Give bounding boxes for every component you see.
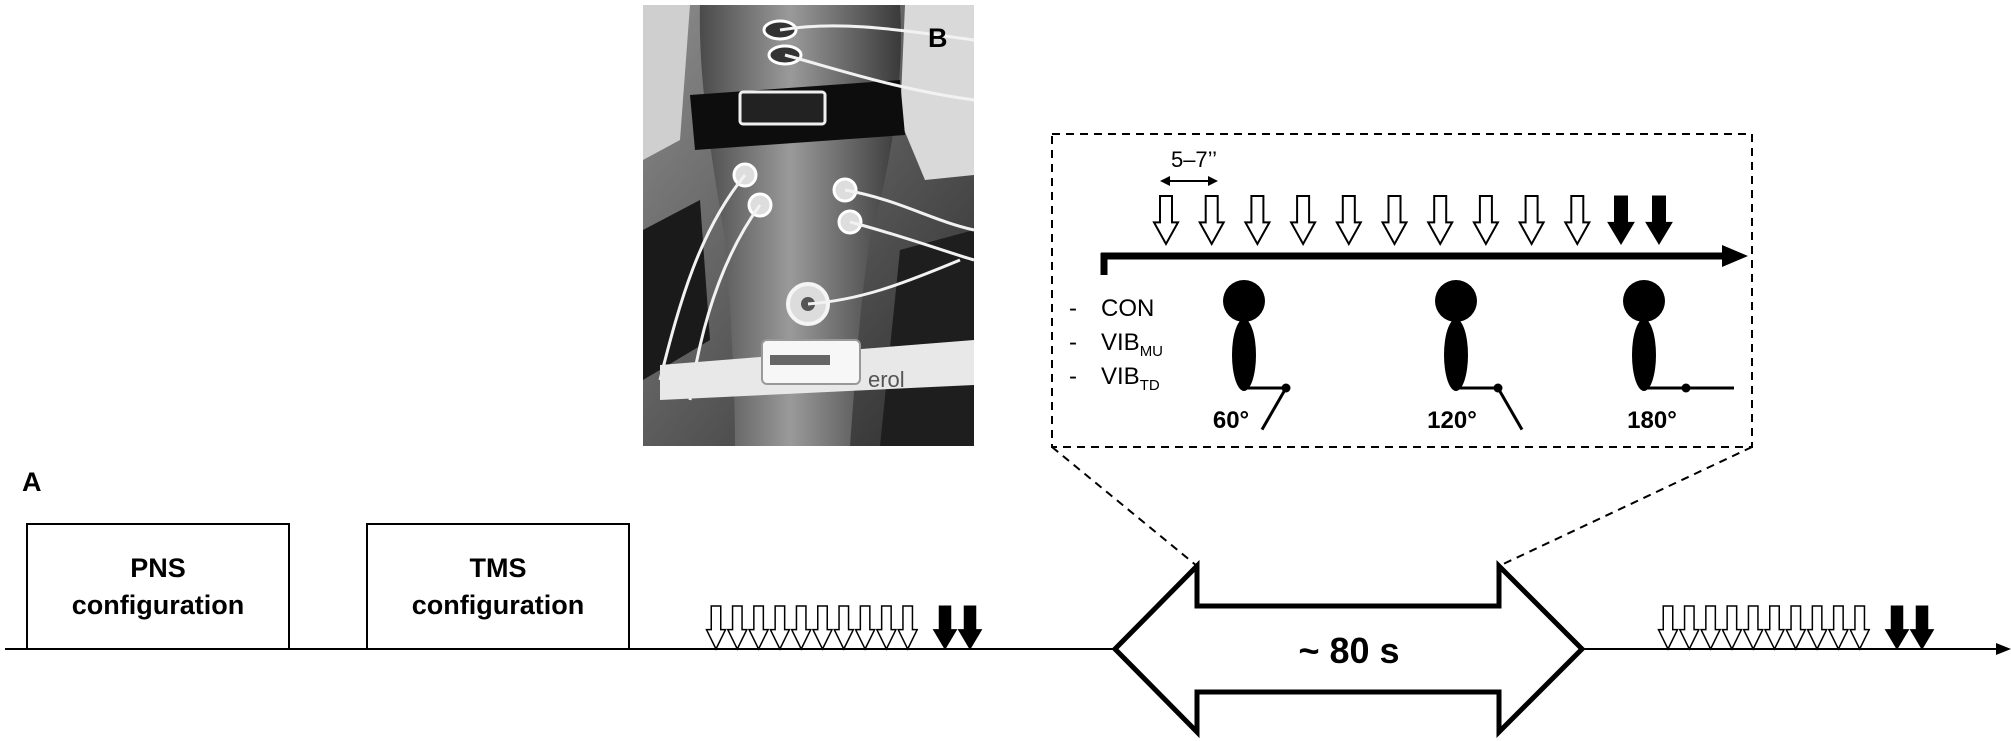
- figure-head: [1223, 280, 1265, 322]
- stimulus-arrow-open: [1657, 605, 1679, 651]
- stimulus-arrow-open: [790, 605, 812, 651]
- seated-figure-60: [1223, 280, 1291, 431]
- condition-vib-mu: VIBMU: [1101, 329, 1163, 360]
- stimulus-arrow-open: [1827, 605, 1850, 651]
- stimulus-arrow-open: [769, 605, 791, 651]
- inset-stimulus-arrow-open: [1198, 195, 1226, 247]
- stimulus-arrow-open: [854, 605, 876, 651]
- figure-shank: [1496, 387, 1524, 431]
- stimulus-arrow-open: [726, 605, 749, 651]
- knee-angle-figures: [1223, 280, 1734, 431]
- inset-stimulus-arrow-open: [1152, 195, 1180, 247]
- condition-dash-1: -: [1069, 295, 1077, 322]
- panel-label-a: A: [22, 467, 42, 497]
- pns-configuration-box: PNS configuration: [26, 523, 290, 650]
- figure-torso: [1232, 319, 1256, 391]
- figure-torso: [1632, 319, 1656, 391]
- tms-box-line2: configuration: [412, 590, 584, 620]
- pns-box-line1: PNS: [130, 553, 186, 583]
- tms-box-line1: TMS: [470, 553, 527, 583]
- stimulus-arrow-filled: [1884, 605, 1910, 650]
- figure-torso: [1444, 319, 1468, 391]
- stimulus-arrow-open: [1699, 605, 1722, 651]
- stimulus-arrow-open: [811, 605, 834, 651]
- condition-dash-2: -: [1069, 329, 1077, 356]
- stimulus-arrow-open: [1721, 605, 1743, 651]
- inset-stimulus-arrow-open: [1472, 195, 1500, 247]
- timeline-arrowhead: [1996, 643, 2011, 655]
- seated-figure-120: [1435, 280, 1524, 431]
- zoom-connector-left: [1051, 446, 1198, 567]
- pns-box-line2: configuration: [72, 590, 244, 620]
- stimulus-block-2: [1657, 605, 1935, 651]
- stimulus-arrow-filled: [957, 605, 983, 650]
- stimulus-block-1: [705, 605, 983, 651]
- stimulus-arrow-open: [875, 605, 898, 651]
- angle-label-180: 180°: [1627, 407, 1677, 434]
- interval-arrowhead-right: [1208, 176, 1218, 186]
- condition-dash-3: -: [1069, 363, 1077, 390]
- device-brand-text: erol: [868, 367, 905, 392]
- condition-list: - CON - VIBMU - VIBTD: [1069, 295, 1163, 394]
- stimulus-arrow-open: [1742, 605, 1764, 651]
- panel-label-b: B: [928, 23, 948, 53]
- inset-stimulus-arrow-filled: [1607, 195, 1635, 245]
- inset-axis-arrowhead: [1722, 245, 1748, 267]
- inset-stimulus-arrow-open: [1517, 195, 1546, 247]
- stimulus-arrow-open: [1678, 605, 1701, 651]
- tms-configuration-box: TMS configuration: [366, 523, 630, 650]
- condition-con: CON: [1101, 295, 1154, 322]
- inset-stimulus-arrow-filled: [1645, 195, 1673, 245]
- figure-head: [1435, 280, 1477, 322]
- zoom-connector-right: [1498, 446, 1753, 567]
- figure-shank: [1260, 387, 1288, 431]
- interval-arrowhead-left: [1160, 176, 1170, 186]
- stimulus-arrow-filled: [1909, 605, 1935, 650]
- inset-stimulus-arrow-open: [1243, 195, 1272, 247]
- inset-stimulus-arrow-open: [1380, 195, 1409, 247]
- stimulus-arrow-filled: [932, 605, 958, 650]
- inset-stimulus-arrows: [1152, 195, 1673, 247]
- inset-stimulus-arrow-open: [1426, 195, 1454, 247]
- stimulus-arrow-open: [833, 605, 855, 651]
- inset-stimulus-arrow-open: [1335, 195, 1363, 247]
- stimulus-arrow-open: [896, 605, 919, 651]
- stimulus-arrow-open: [1848, 605, 1871, 651]
- angle-label-120: 120°: [1427, 407, 1477, 434]
- stimulus-arrow-open: [1785, 605, 1807, 651]
- condition-vib-td: VIBTD: [1101, 363, 1160, 394]
- photo-knee-setup: erol: [643, 5, 975, 446]
- angle-label-60: 60°: [1213, 407, 1249, 434]
- duration-label: ~ 80 s: [1298, 630, 1399, 671]
- interval-label: 5–7’’: [1171, 147, 1217, 172]
- inset-stimulus-arrow-open: [1563, 195, 1591, 247]
- stimulus-arrow-open: [705, 605, 727, 651]
- seated-figure-180: [1623, 280, 1734, 393]
- stimulus-arrow-open: [1763, 605, 1786, 651]
- stimulus-arrow-open: [1806, 605, 1828, 651]
- inset-stimulus-arrow-open: [1289, 195, 1317, 247]
- duration-double-arrow: [1111, 559, 1586, 739]
- figure-head: [1623, 280, 1665, 322]
- stimulus-arrow-open: [747, 605, 770, 651]
